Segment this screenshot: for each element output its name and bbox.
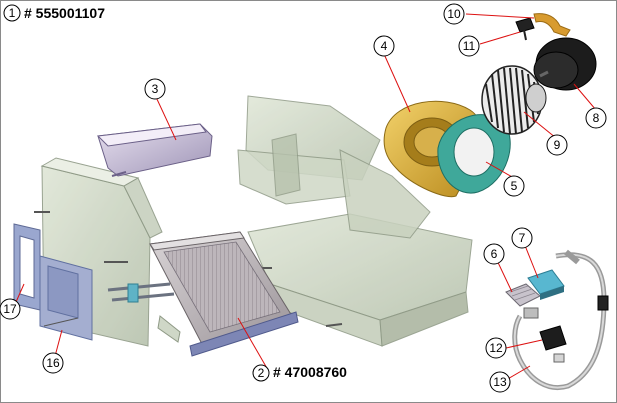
callout-13 <box>489 371 511 393</box>
callout-9-label: 9 <box>554 138 561 152</box>
callout-16 <box>42 352 64 374</box>
heater-core-part-number: # 47008760 <box>273 364 347 380</box>
callout-17 <box>0 298 21 320</box>
callout-12 <box>485 337 507 359</box>
gasket-16 <box>39 255 93 341</box>
callout-3 <box>144 78 166 100</box>
callout-2-label: 2 <box>258 366 265 380</box>
gasket-17 <box>13 223 41 311</box>
callout-12-label: 12 <box>489 341 503 355</box>
callout-13-label: 13 <box>493 375 507 389</box>
callout-17-label: 17 <box>3 302 17 316</box>
callout-1 <box>3 4 21 22</box>
callout-16-label: 16 <box>46 356 60 370</box>
bracket-3 <box>96 123 213 177</box>
assembly-part-number: # 555001107 <box>24 5 105 21</box>
callout-6-label: 6 <box>491 247 498 261</box>
callout-7 <box>511 227 533 249</box>
callout-11 <box>458 35 480 57</box>
plug-11 <box>515 17 535 41</box>
callout-1-label: 1 <box>9 6 16 20</box>
callout-5 <box>503 175 525 197</box>
callout-8-label: 8 <box>593 111 600 125</box>
inlet-ring-5 <box>437 114 511 194</box>
relay-12 <box>539 325 567 363</box>
callout-4 <box>373 35 395 57</box>
leader-lines <box>15 13 597 381</box>
wire-harness-13 <box>512 249 609 390</box>
callout-6 <box>483 243 505 265</box>
callout-10-label: 10 <box>447 7 461 21</box>
blower-wheel-9 <box>481 65 547 135</box>
callout-3-label: 3 <box>152 82 159 96</box>
callout-2 <box>252 364 270 382</box>
callout-11-label: 11 <box>463 39 476 53</box>
blower-motor-8 <box>533 37 597 91</box>
callout-5-label: 5 <box>511 179 518 193</box>
callout-circles <box>0 3 607 393</box>
callout-7-label: 7 <box>519 231 526 245</box>
callout-9 <box>546 134 568 156</box>
callout-8 <box>585 107 607 129</box>
callout-10 <box>443 3 465 25</box>
hose-elbow-10 <box>533 13 571 37</box>
callout-4-label: 4 <box>381 39 388 53</box>
callout-numbers: 1 2 3 4 5 6 7 8 9 10 11 12 13 16 17 <box>3 6 599 389</box>
lower-housing <box>247 149 473 347</box>
heater-core-2 <box>107 231 299 357</box>
